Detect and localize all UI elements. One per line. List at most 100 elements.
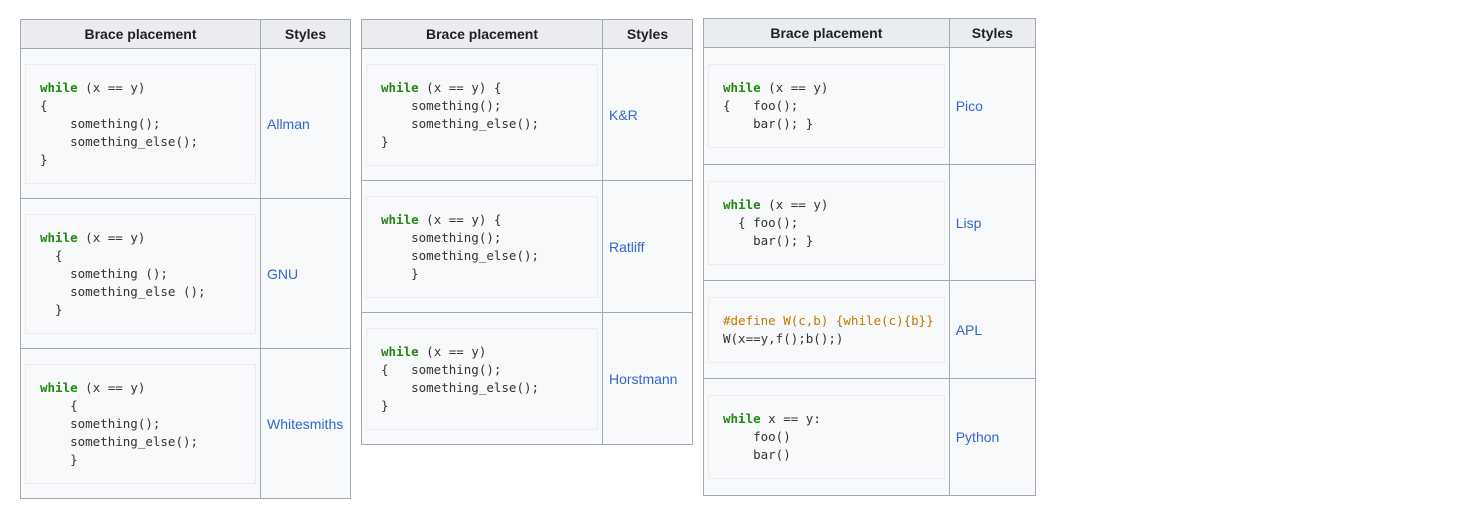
code-line: while (x == y) bbox=[40, 379, 146, 395]
styles-header: Styles bbox=[260, 19, 351, 49]
table-header-row: Brace placement Styles bbox=[20, 19, 351, 49]
code-keyword: while bbox=[40, 79, 78, 95]
code-line: something_else(); bbox=[40, 433, 199, 449]
code-line: { bbox=[40, 247, 63, 263]
code-line: while (x == y) bbox=[381, 343, 487, 359]
code-line: { foo(); bbox=[723, 98, 799, 113]
brace-placement-header: Brace placement bbox=[361, 19, 603, 49]
code-line: } bbox=[381, 265, 419, 281]
code-block: while (x == y) { something(); something_… bbox=[25, 363, 256, 484]
code-line: } bbox=[40, 451, 78, 467]
code-preprocessor: #define W(c,b) {while(c){b}} bbox=[723, 312, 934, 328]
code-line: while (x == y) { bbox=[381, 79, 502, 95]
code-line: #define W(c,b) {while(c){b}} bbox=[723, 313, 934, 328]
code-line: something (); bbox=[40, 265, 168, 281]
style-cell: K&R bbox=[602, 48, 693, 181]
code-keyword: while bbox=[723, 196, 761, 212]
code-keyword: while bbox=[40, 229, 78, 245]
style-link-apl[interactable]: APL bbox=[955, 321, 983, 338]
code-line: W(x==y,f();b();) bbox=[723, 330, 844, 346]
table-header-row: Brace placement Styles bbox=[361, 19, 693, 49]
code-keyword: while bbox=[723, 80, 761, 95]
style-link-ratliff[interactable]: Ratliff bbox=[609, 238, 645, 255]
code-block: while (x == y) { foo(); bar(); } bbox=[708, 180, 945, 265]
style-cell: Pico bbox=[948, 47, 1037, 165]
style-cell: Python bbox=[948, 378, 1037, 496]
code-cell: while (x == y) { something (); something… bbox=[20, 198, 261, 349]
table-row: while (x == y) { something(); something_… bbox=[20, 348, 351, 499]
style-cell: Lisp bbox=[948, 164, 1037, 281]
code-line: { bbox=[40, 397, 78, 413]
code-line: something_else(); bbox=[381, 115, 540, 131]
code-line: { something(); bbox=[381, 361, 502, 377]
styles-header: Styles bbox=[602, 19, 693, 49]
code-line: bar() bbox=[723, 447, 791, 462]
code-keyword: while bbox=[381, 79, 419, 95]
style-cell: Horstmann bbox=[602, 312, 693, 445]
table-row: while (x == y) { something(); something_… bbox=[361, 48, 693, 181]
table-row: while (x == y) { something(); something_… bbox=[361, 312, 693, 445]
code-cell: while (x == y) { something(); something_… bbox=[361, 180, 603, 313]
code-block: while (x == y) { something(); something_… bbox=[366, 327, 598, 430]
brace-styles-table-3: Brace placement Styles while (x == y) { … bbox=[703, 18, 1037, 496]
table-row: while (x == y) { something(); something_… bbox=[361, 180, 693, 313]
code-line: } bbox=[40, 301, 63, 317]
code-cell: while (x == y) { something(); something_… bbox=[361, 48, 603, 181]
style-link-whitesmiths[interactable]: Whitesmiths bbox=[267, 415, 344, 432]
style-cell: Allman bbox=[260, 48, 351, 199]
table-row: while (x == y) { foo(); bar(); } Lisp bbox=[703, 164, 1037, 281]
code-line: something_else(); bbox=[381, 379, 540, 395]
code-cell: while (x == y) { something(); something_… bbox=[361, 312, 603, 445]
code-line: while (x == y) bbox=[40, 229, 146, 245]
code-block: while (x == y) { something (); something… bbox=[25, 213, 256, 334]
table-row: #define W(c,b) {while(c){b}} W(x==y,f();… bbox=[703, 280, 1037, 379]
style-link-horstmann[interactable]: Horstmann bbox=[609, 370, 678, 387]
code-line: while (x == y) { bbox=[381, 211, 502, 227]
code-line: something(); bbox=[381, 229, 502, 245]
style-link-gnu[interactable]: GNU bbox=[267, 265, 299, 282]
code-line: while (x == y) bbox=[723, 196, 829, 212]
style-link-allman[interactable]: Allman bbox=[267, 115, 310, 132]
code-line: } bbox=[381, 133, 389, 149]
code-line: something(); bbox=[40, 115, 161, 131]
code-block: while (x == y) { something(); something_… bbox=[25, 63, 256, 184]
code-cell: while (x == y) { something(); something_… bbox=[20, 48, 261, 199]
style-cell: GNU bbox=[260, 198, 351, 349]
code-line: something(); bbox=[40, 415, 161, 431]
styles-header: Styles bbox=[948, 18, 1037, 48]
code-line: bar(); } bbox=[723, 232, 814, 248]
code-line: } bbox=[40, 151, 48, 167]
code-line: something_else(); bbox=[40, 133, 199, 149]
table-row: while (x == y) { foo(); bar(); } Pico bbox=[703, 47, 1037, 165]
code-cell: while (x == y) { something(); something_… bbox=[20, 348, 261, 499]
code-block: while (x == y) { something(); something_… bbox=[366, 63, 598, 166]
table-header-row: Brace placement Styles bbox=[703, 18, 1037, 48]
code-cell: while x == y: foo() bar() bbox=[703, 378, 950, 496]
code-cell: #define W(c,b) {while(c){b}} W(x==y,f();… bbox=[703, 280, 950, 379]
code-block: while (x == y) { foo(); bar(); } bbox=[708, 64, 945, 148]
table-row: while (x == y) { something(); something_… bbox=[20, 48, 351, 199]
style-link-pico[interactable]: Pico bbox=[955, 98, 983, 114]
style-link-python[interactable]: Python bbox=[955, 429, 1000, 445]
brace-styles-table-2: Brace placement Styles while (x == y) { … bbox=[361, 19, 693, 445]
style-link-lisp[interactable]: Lisp bbox=[955, 214, 982, 231]
brace-placement-header: Brace placement bbox=[703, 18, 950, 48]
style-cell: APL bbox=[948, 280, 1037, 379]
code-block: while (x == y) { something(); something_… bbox=[366, 195, 598, 298]
brace-styles-table-1: Brace placement Styles while (x == y) { … bbox=[20, 19, 351, 499]
code-line: foo() bbox=[723, 429, 791, 444]
code-line: bar(); } bbox=[723, 116, 814, 131]
code-line: while x == y: bbox=[723, 411, 821, 426]
brace-placement-header: Brace placement bbox=[20, 19, 261, 49]
style-cell: Whitesmiths bbox=[260, 348, 351, 499]
code-keyword: while bbox=[381, 343, 419, 359]
code-block: while x == y: foo() bar() bbox=[708, 395, 945, 479]
code-line: while (x == y) bbox=[40, 79, 146, 95]
style-link-kr[interactable]: K&R bbox=[609, 106, 638, 123]
table-row: while (x == y) { something (); something… bbox=[20, 198, 351, 349]
code-line: something_else(); bbox=[381, 247, 540, 263]
code-line: { foo(); bbox=[723, 214, 799, 230]
code-cell: while (x == y) { foo(); bar(); } bbox=[703, 164, 950, 281]
table-row: while x == y: foo() bar() Python bbox=[703, 378, 1037, 496]
code-cell: while (x == y) { foo(); bar(); } bbox=[703, 47, 950, 165]
